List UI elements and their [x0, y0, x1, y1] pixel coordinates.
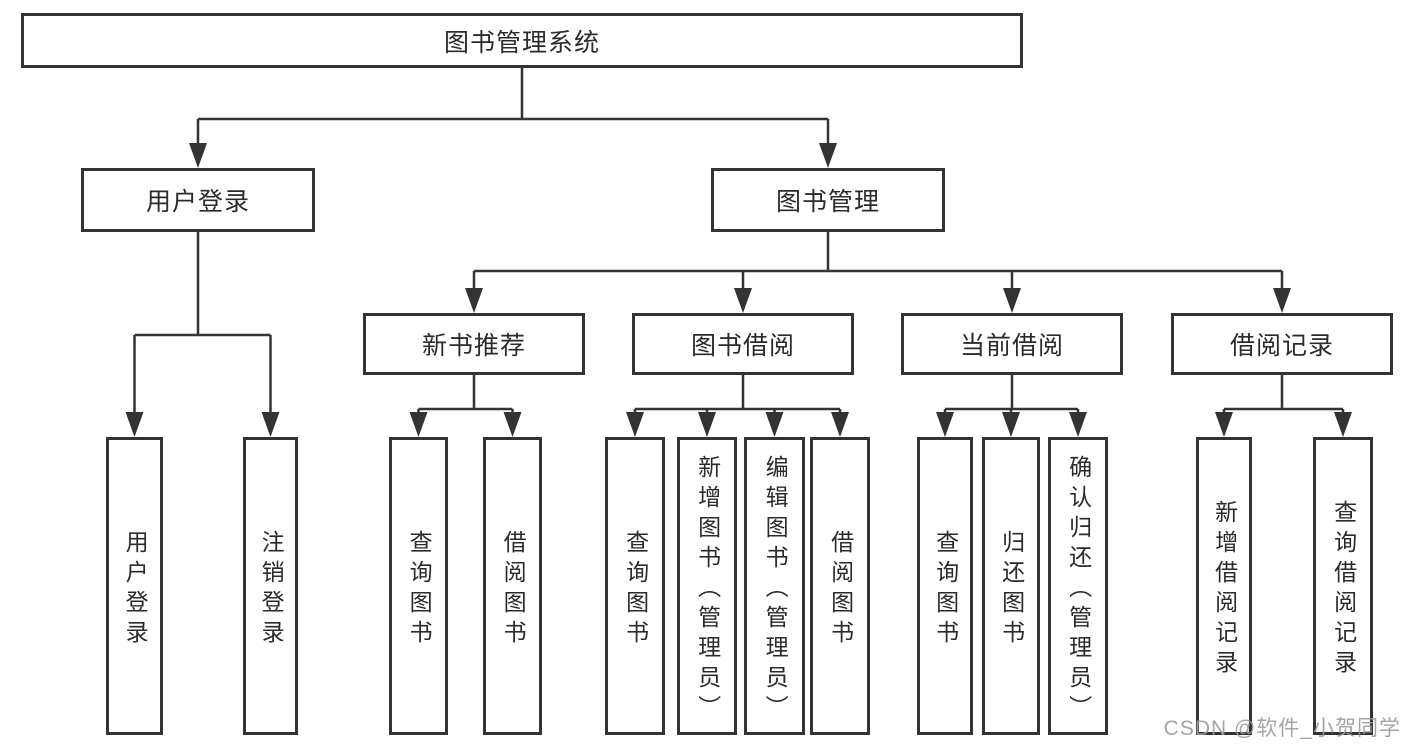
leaf-label: 新增借阅记录: [1211, 499, 1238, 680]
leaf-label: 注销登录: [258, 529, 285, 650]
leaf-label: 借阅图书: [827, 529, 854, 650]
connector-borrow-records-branch: [1222, 375, 1345, 417]
connector-new-book-branch: [417, 375, 514, 417]
leaf-label: 查询图书: [622, 529, 649, 650]
watermark: CSDN @软件_小贺同学: [1163, 717, 1401, 740]
leaf-label: 新增图书（管理员）: [694, 454, 721, 725]
leaf-logout: 注销登录: [243, 437, 298, 735]
leaf-query-borrow-record: 查询借阅记录: [1313, 437, 1373, 735]
leaf-borrow-books-2: 借阅图书: [810, 437, 870, 735]
leaf-query-books-2: 查询图书: [605, 437, 665, 735]
leaf-edit-book-admin: 编辑图书（管理员）: [744, 437, 805, 735]
leaf-label: 借阅图书: [500, 529, 527, 650]
node-book-management: 图书管理: [711, 168, 945, 232]
node-borrow-records: 借阅记录: [1171, 313, 1393, 375]
node-new-book-recommend: 新书推荐: [363, 313, 585, 375]
leaf-label: 查询图书: [932, 529, 959, 650]
leaf-label: 编辑图书（管理员）: [762, 454, 789, 725]
connector-current-borrow-branch: [943, 375, 1080, 417]
node-current-borrow: 当前借阅: [901, 313, 1123, 375]
connector-book-borrow-branch: [633, 375, 842, 417]
leaf-user-login: 用户登录: [106, 437, 163, 735]
node-root: 图书管理系统: [21, 13, 1023, 68]
leaf-query-books-1: 查询图书: [389, 437, 448, 735]
connector-user-login-branch: [133, 232, 272, 417]
connector-root-to-level2: [196, 68, 830, 148]
leaf-confirm-return-admin: 确认归还（管理员）: [1048, 437, 1108, 735]
leaf-label: 查询借阅记录: [1330, 499, 1357, 680]
leaf-return-book: 归还图书: [982, 437, 1040, 735]
leaf-label: 用户登录: [122, 529, 149, 650]
leaf-label: 查询图书: [406, 529, 433, 650]
leaf-add-borrow-record: 新增借阅记录: [1196, 437, 1252, 735]
node-user-login: 用户登录: [81, 168, 315, 232]
node-book-borrow: 图书借阅: [632, 313, 854, 375]
leaf-label: 确认归还（管理员）: [1065, 454, 1092, 725]
connector-book-management-branch: [472, 232, 1284, 293]
leaf-add-book-admin: 新增图书（管理员）: [677, 437, 737, 735]
leaf-label: 归还图书: [998, 529, 1025, 650]
leaf-query-books-3: 查询图书: [917, 437, 973, 735]
leaf-borrow-books-1: 借阅图书: [483, 437, 542, 735]
